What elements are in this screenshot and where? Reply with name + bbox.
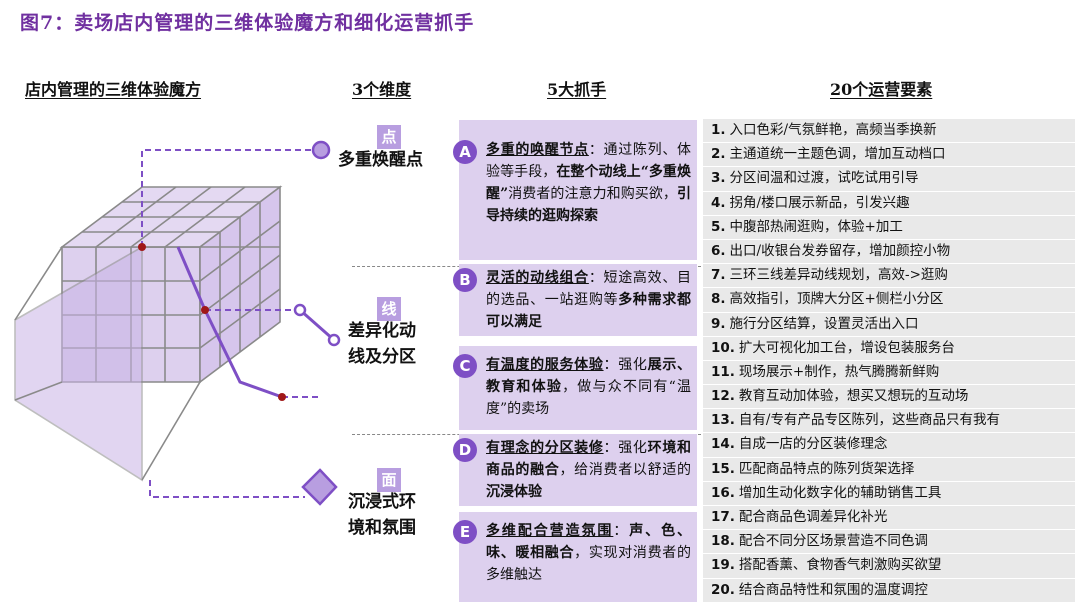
list-item: 3.分区间温和过渡，试吃试用引导	[703, 167, 1075, 191]
plane-symbol-icon	[301, 468, 338, 506]
list-item: 7.三环三线差异动线规划，高效->逛购	[703, 264, 1075, 288]
lever-text: 灵活的动线组合：短途高效、目的选品、一站逛购等多种需求都可以满足	[486, 270, 692, 330]
list-item: 2.主通道统一主题色调，增加互动档口	[703, 143, 1075, 167]
list-item: 12.教育互动加体验，想买又想玩的互动场	[703, 385, 1075, 409]
lever-box-b: B 灵活的动线组合：短途高效、目的选品、一站逛购等多种需求都可以满足	[453, 264, 697, 336]
list-item: 9.施行分区结算，设置灵活出入口	[703, 312, 1075, 336]
list-item: 8.高效指引，顶牌大分区+侧栏小分区	[703, 288, 1075, 312]
header-cube: 店内管理的三维体验魔方	[25, 80, 202, 99]
list-item: 20.结合商品特性和氛围的温度调控	[703, 578, 1075, 602]
lever-badge: E	[453, 520, 477, 544]
list-item: 5.中腹部热闹逛购，体验+加工	[703, 215, 1075, 239]
elements-list: 1.入口色彩/气氛鲜艳，高频当季换新 2.主通道统一主题色调，增加互动档口 3.…	[703, 119, 1075, 603]
list-item: 6.出口/收银台发券留存，增加颜控小物	[703, 239, 1075, 264]
list-item: 14.自成一店的分区装修理念	[703, 433, 1075, 457]
lever-badge: C	[453, 354, 477, 378]
lever-badge: B	[453, 268, 477, 292]
list-item: 13.自有/专有产品专区陈列，这些商品只有我有	[703, 409, 1075, 433]
lever-text: 多重的唤醒节点：通过陈列、体验等手段，在整个动线上“多重焕醒”消费者的注意力和购…	[486, 142, 692, 224]
header-elements: 20个运营要素	[830, 80, 933, 99]
figure-title: 图7：卖场店内管理的三维体验魔方和细化运营抓手	[20, 12, 475, 34]
list-item: 19.搭配香薰、食物香气刺激购买欲望	[703, 554, 1075, 578]
cube-highlight-path	[176, 246, 283, 399]
lever-text: 有温度的服务体验：强化展示、教育和体验，做与众不同有“温度”的卖场	[486, 357, 692, 417]
line-symbol-icon	[293, 303, 341, 347]
list-item: 4.拐角/楼口展示新品，引发兴趣	[703, 191, 1075, 215]
list-item: 11.现场展示+制作，热气腾腾新鲜购	[703, 360, 1075, 385]
dimension-label-plane: 沉浸式环 境和氛围	[348, 492, 416, 538]
cube-outline	[14, 245, 280, 482]
lever-box-e: E 多维配合营造氛围：声、色、味、暖相融合，实现对消费者的多维触达	[453, 512, 697, 602]
point-symbol-icon	[311, 140, 331, 160]
list-item: 18.配合不同分区场景营造不同色调	[703, 530, 1075, 554]
lever-box-c: C 有温度的服务体验：强化展示、教育和体验，做与众不同有“温度”的卖场	[453, 346, 697, 430]
separator-line	[352, 434, 1052, 435]
lever-text: 有理念的分区装修：强化环境和商品的融合，给消费者以舒适的沉浸体验	[486, 440, 692, 500]
dimension-tag-line: 线	[377, 297, 401, 321]
lever-text: 多维配合营造氛围：声、色、味、暖相融合，实现对消费者的多维触达	[486, 523, 692, 583]
header-levers: 5大抓手	[547, 80, 607, 99]
list-item: 17.配合商品色调差异化补光	[703, 506, 1075, 530]
marker-dot	[201, 306, 209, 314]
list-item: 16.增加生动化数字化的辅助销售工具	[703, 481, 1075, 505]
dimension-tag-point: 点	[377, 125, 401, 149]
lever-box-d: D 有理念的分区装修：强化环境和商品的融合，给消费者以舒适的沉浸体验	[453, 434, 697, 506]
lever-badge: A	[453, 140, 477, 164]
marker-dot	[278, 393, 286, 401]
dimension-tag-plane: 面	[377, 468, 401, 492]
lever-box-a: A 多重的唤醒节点：通过陈列、体验等手段，在整个动线上“多重焕醒”消费者的注意力…	[453, 120, 697, 260]
list-item: 15.匹配商品特点的陈列货架选择	[703, 457, 1075, 481]
dimension-label-point: 多重焕醒点	[338, 150, 423, 170]
experience-cube-diagram	[14, 140, 341, 506]
separator-line	[352, 266, 1052, 267]
header-dimensions: 3个维度	[352, 80, 412, 99]
lever-badge: D	[453, 438, 477, 462]
dimension-connectors	[141, 149, 320, 498]
marker-dot	[138, 243, 146, 251]
dimension-label-line: 差异化动 线及分区	[348, 321, 416, 367]
list-item: 10.扩大可视化加工台，增设包装服务台	[703, 336, 1075, 360]
list-item: 1.入口色彩/气氛鲜艳，高频当季换新	[703, 119, 1075, 143]
